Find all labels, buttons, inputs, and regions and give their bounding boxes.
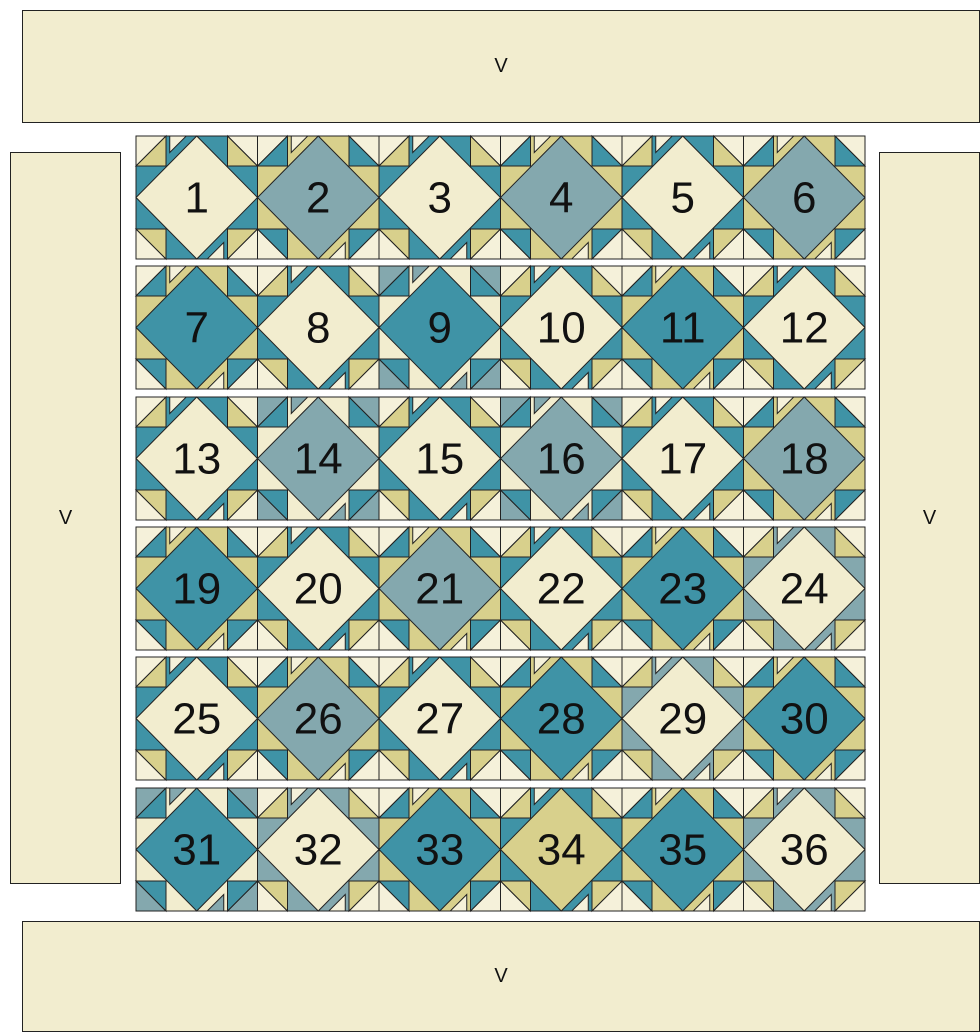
- block-number: 8: [306, 304, 330, 353]
- block-number: 26: [294, 695, 343, 744]
- quilt-block: 1: [136, 136, 258, 259]
- quilt-block: 15: [379, 397, 501, 520]
- block-number: 21: [415, 565, 464, 614]
- quilt-block: 30: [744, 657, 866, 780]
- quilt-block: 25: [136, 657, 258, 780]
- block-number: 1: [185, 174, 209, 223]
- quilt-block: 9: [379, 266, 501, 389]
- block-number: 31: [172, 826, 221, 875]
- quilt-block: 18: [744, 397, 866, 520]
- quilt-block: 14: [258, 397, 380, 520]
- block-number: 7: [185, 304, 209, 353]
- quilt-block: 8: [258, 266, 380, 389]
- block-number: 28: [537, 695, 586, 744]
- block-number: 14: [294, 435, 343, 484]
- bottom-border-label: V: [494, 965, 507, 988]
- block-number: 6: [792, 174, 816, 223]
- top-border-panel: V: [22, 10, 980, 123]
- block-number: 35: [658, 826, 707, 875]
- block-number: 18: [780, 435, 829, 484]
- quilt-block: 28: [501, 657, 623, 780]
- block-number: 30: [780, 695, 829, 744]
- bottom-border-panel: V: [22, 921, 980, 1032]
- right-border-label: V: [923, 507, 936, 530]
- block-number: 19: [172, 565, 221, 614]
- block-number: 25: [172, 695, 221, 744]
- quilt-block: 5: [622, 136, 744, 259]
- block-number: 10: [537, 304, 586, 353]
- quilt-block: 16: [501, 397, 623, 520]
- quilt-block: 29: [622, 657, 744, 780]
- quilt-block: 36: [744, 788, 866, 911]
- block-number: 4: [549, 174, 573, 223]
- block-number: 15: [415, 435, 464, 484]
- quilt-block: 3: [379, 136, 501, 259]
- block-number: 32: [294, 826, 343, 875]
- quilt-block: 13: [136, 397, 258, 520]
- block-number: 3: [428, 174, 452, 223]
- block-number: 27: [415, 695, 464, 744]
- quilt-block: 4: [501, 136, 623, 259]
- block-number: 5: [671, 174, 695, 223]
- quilt-block: 24: [744, 527, 866, 650]
- block-number: 16: [537, 435, 586, 484]
- block-number: 2: [306, 174, 330, 223]
- quilt-block: 26: [258, 657, 380, 780]
- quilt-block: 7: [136, 266, 258, 389]
- block-number: 22: [537, 565, 586, 614]
- block-number: 36: [780, 826, 829, 875]
- quilt-block: 22: [501, 527, 623, 650]
- block-number: 9: [428, 304, 452, 353]
- top-border-label: V: [494, 55, 507, 78]
- block-number: 33: [415, 826, 464, 875]
- block-number: 24: [780, 565, 829, 614]
- quilt-block: 20: [258, 527, 380, 650]
- quilt-block: 21: [379, 527, 501, 650]
- quilt-block: 10: [501, 266, 623, 389]
- block-number: 12: [780, 304, 829, 353]
- right-border-panel: V: [879, 152, 980, 884]
- block-number: 20: [294, 565, 343, 614]
- left-border-panel: V: [10, 152, 121, 884]
- quilt-block: 2: [258, 136, 380, 259]
- block-number: 23: [658, 565, 707, 614]
- block-number: 17: [658, 435, 707, 484]
- quilt-block: 32: [258, 788, 380, 911]
- quilt-block: 31: [136, 788, 258, 911]
- quilt-block: 19: [136, 527, 258, 650]
- quilt-block: 6: [744, 136, 866, 259]
- quilt-block: 11: [622, 266, 744, 389]
- left-border-label: V: [59, 507, 72, 530]
- block-number: 11: [660, 304, 706, 353]
- quilt-block: 17: [622, 397, 744, 520]
- quilt-block: 35: [622, 788, 744, 911]
- quilt-block: 12: [744, 266, 866, 389]
- block-number: 13: [172, 435, 221, 484]
- quilt-block: 27: [379, 657, 501, 780]
- quilt-block: 34: [501, 788, 623, 911]
- block-number: 29: [658, 695, 707, 744]
- quilt-block: 33: [379, 788, 501, 911]
- block-number: 34: [537, 826, 586, 875]
- quilt-block: 23: [622, 527, 744, 650]
